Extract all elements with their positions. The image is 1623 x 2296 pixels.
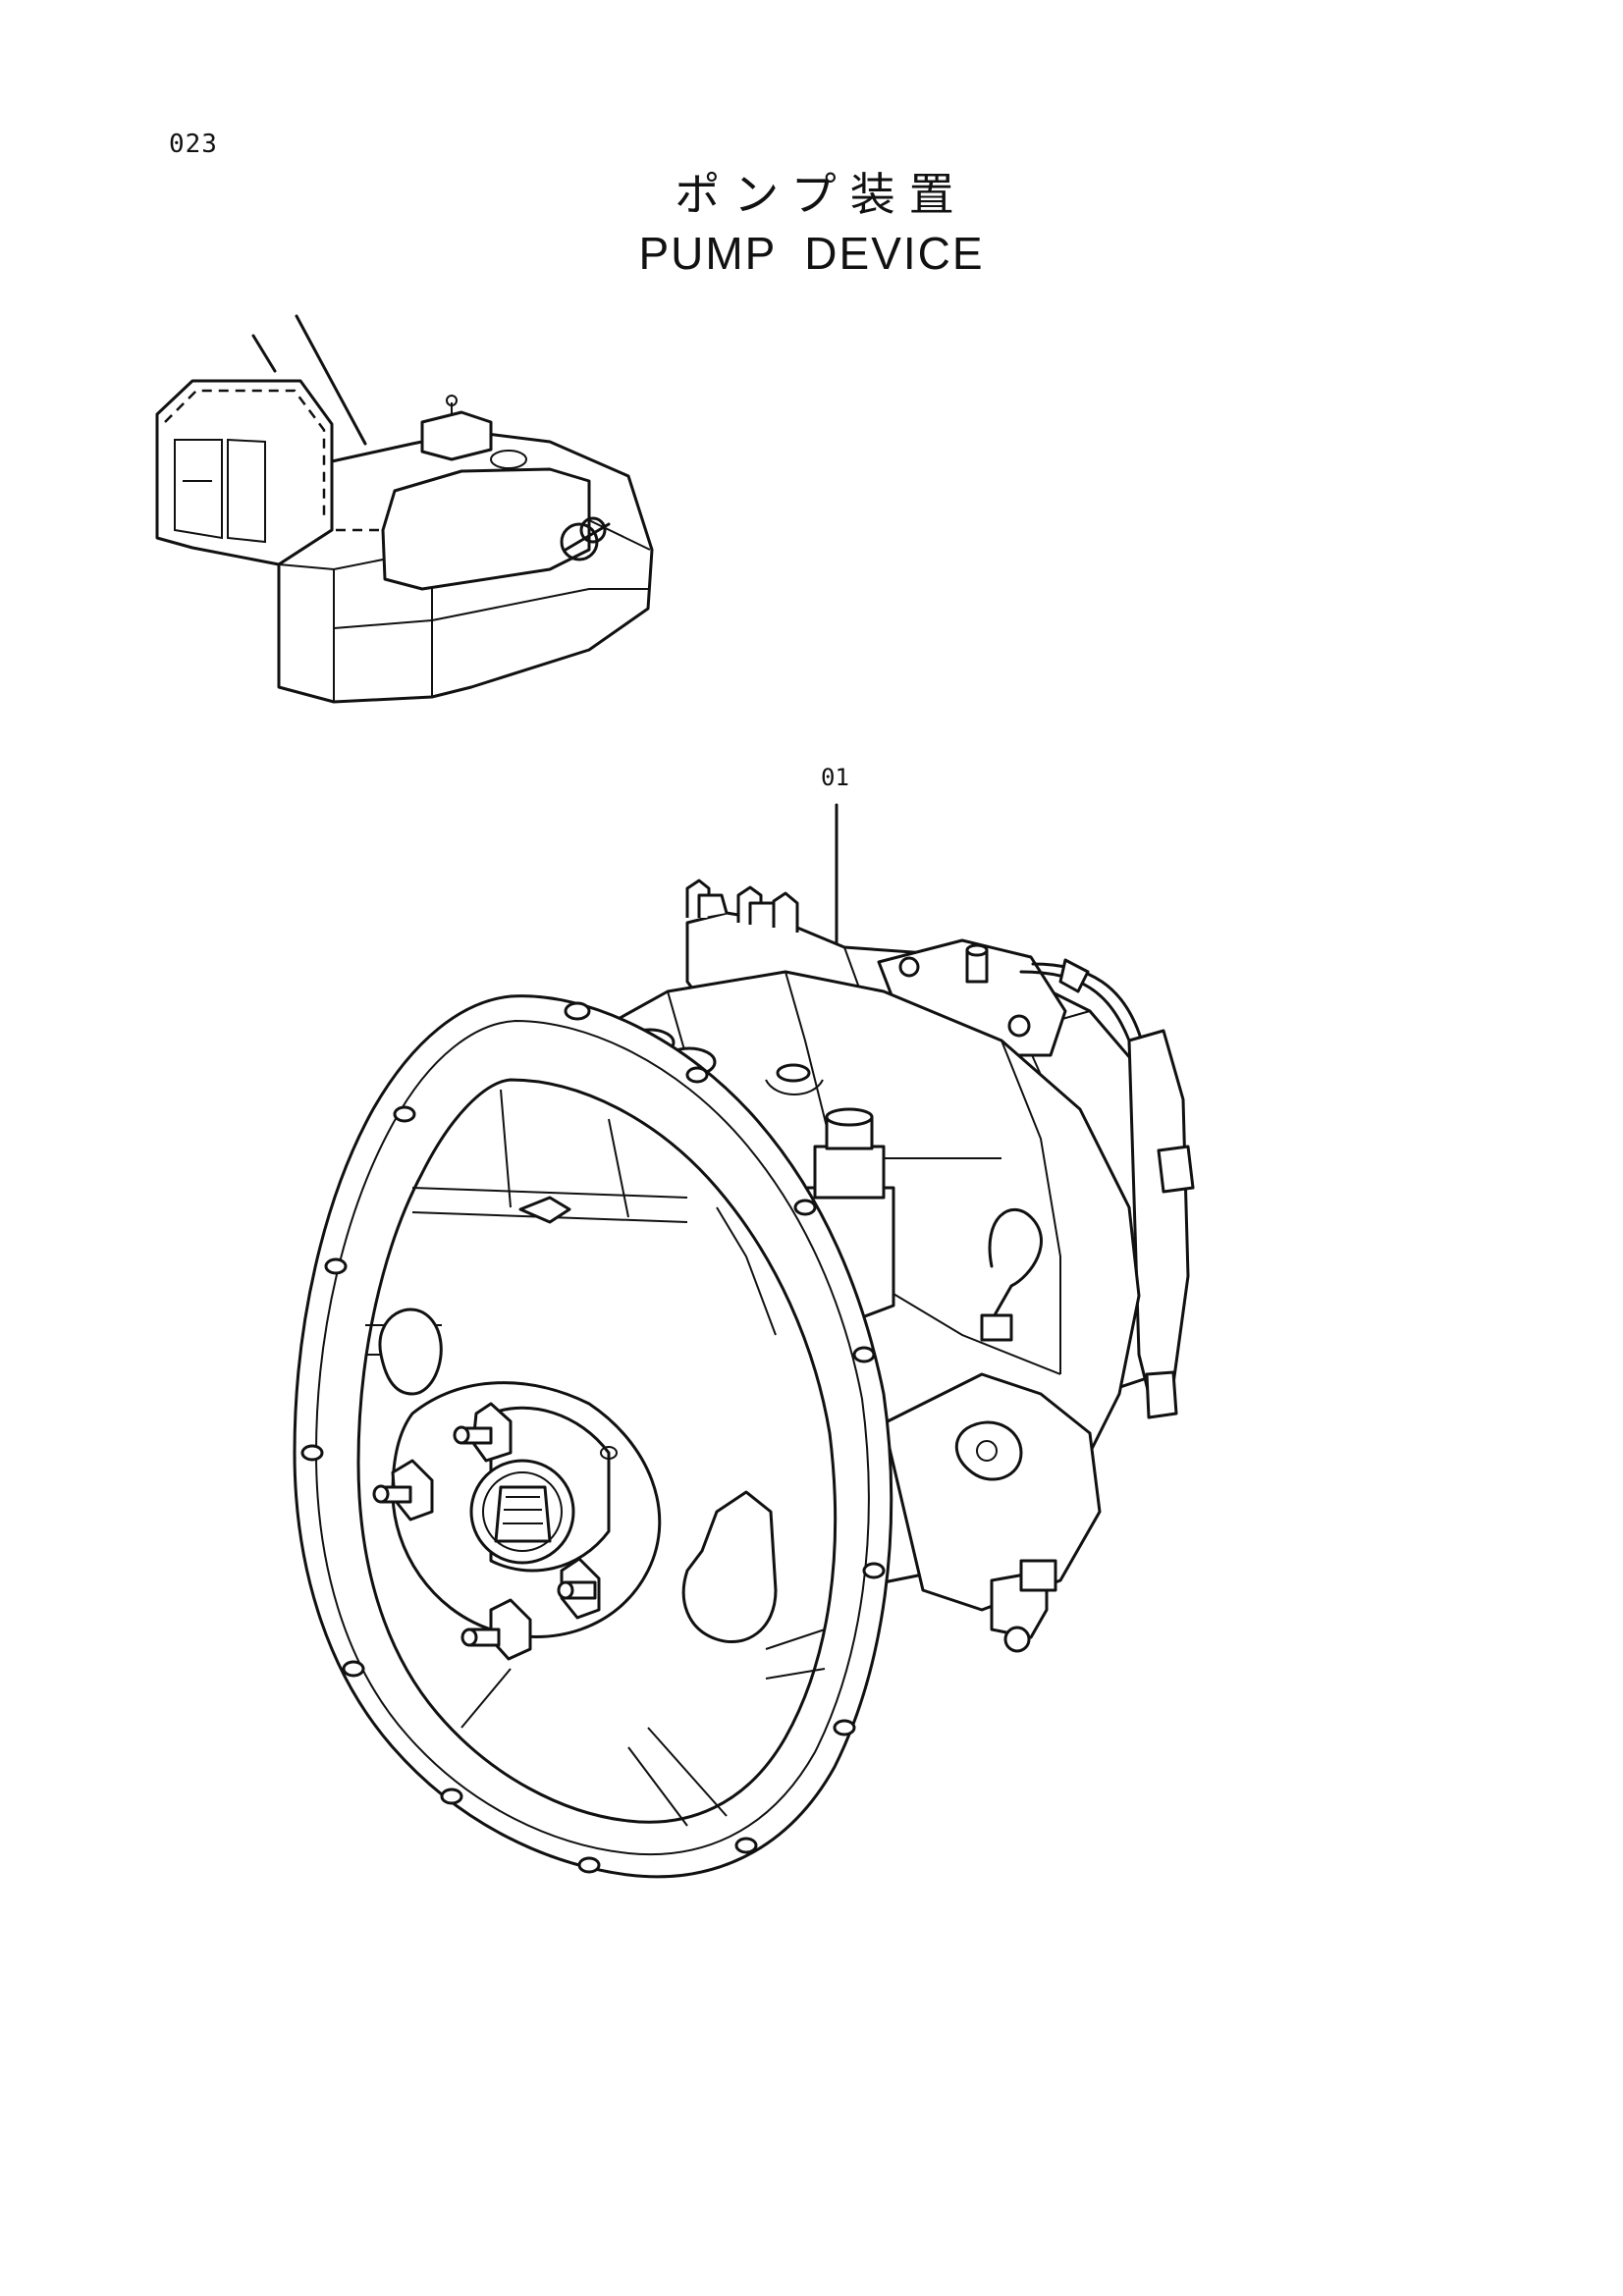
page-number: 023 bbox=[169, 130, 218, 159]
callout-01: 01 bbox=[821, 764, 849, 791]
page-title-jp: ポンプ装置 bbox=[675, 168, 968, 221]
excavator-locator-icon bbox=[155, 314, 654, 704]
page-title-en: PUMP DEVICE bbox=[638, 228, 985, 279]
pump-device-icon bbox=[293, 879, 1195, 1879]
title-block: ポンプ装置 PUMP DEVICE bbox=[0, 165, 1623, 283]
